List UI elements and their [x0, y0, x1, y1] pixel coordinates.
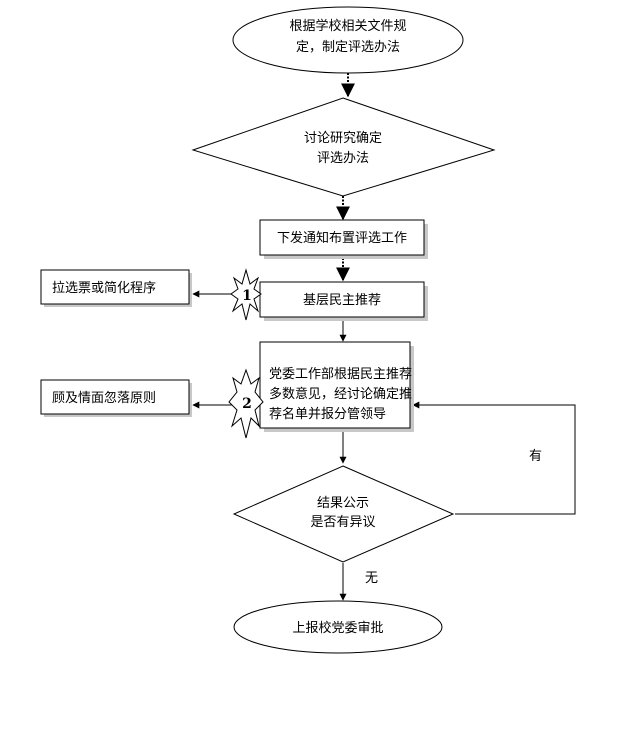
party-box: 党委工作部根据民主推荐 多数意见，经讨论确定推 荐名单并报分管领导 [259, 341, 414, 432]
discuss-line-2: 评选办法 [317, 151, 369, 166]
label-yes: 有 [529, 449, 542, 464]
risk-1-text: 拉选票或简化程序 [52, 280, 156, 296]
risk-badge-2-number: 2 [242, 396, 252, 412]
label-no: 无 [365, 571, 378, 586]
party-line-1: 党委工作部根据民主推荐 [269, 367, 412, 382]
start-node: 根据学校相关文件规 定，制定评选办法 [232, 6, 464, 74]
connector-yes-loop [412, 401, 576, 515]
party-line-2: 多数意见，经讨论确定推 [269, 386, 412, 402]
publicity-decision: 结果公示 是否有异议 [232, 465, 455, 563]
connectors [192, 73, 576, 601]
risk-2-text: 顾及情面忽落原则 [52, 391, 156, 406]
risk-box-1: 拉选票或简化程序 [40, 269, 192, 307]
risk-badge-1-number: 1 [242, 288, 252, 304]
start-node-line-2: 定，制定评选办法 [296, 40, 400, 55]
approve-node: 上报校党委审批 [233, 600, 443, 654]
risk-badge-1: 1 [230, 268, 262, 321]
approve-text: 上报校党委审批 [292, 620, 383, 636]
publicity-line-1: 结果公示 [317, 496, 369, 511]
risk-box-2: 顾及情面忽落原则 [40, 379, 192, 417]
notify-text: 下发通知布置评选工作 [277, 230, 407, 246]
publicity-line-2: 是否有异议 [310, 515, 375, 530]
recommend-text: 基层民主推荐 [303, 293, 381, 308]
notify-box: 下发通知布置评选工作 [259, 219, 428, 259]
party-line-3: 荐名单并报分管领导 [269, 406, 386, 422]
discuss-decision: 讨论研究确定 评选办法 [191, 97, 496, 197]
recommend-box: 基层民主推荐 [259, 281, 428, 321]
risk-badge-2: 2 [228, 368, 264, 439]
start-node-line-1: 根据学校相关文件规 [289, 18, 406, 34]
discuss-line-1: 讨论研究确定 [304, 131, 382, 146]
